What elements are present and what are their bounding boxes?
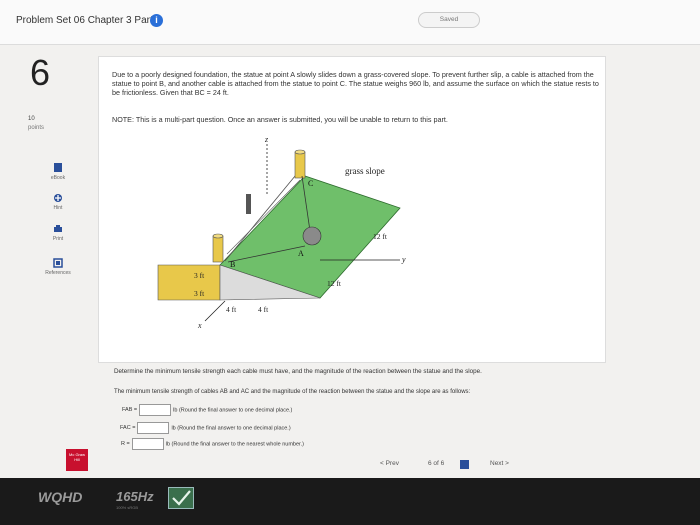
cable-ab bbox=[227, 245, 306, 263]
checkmark-icon bbox=[172, 490, 191, 506]
ebook-label: eBook bbox=[50, 175, 66, 181]
fence-rail-mid bbox=[226, 179, 301, 255]
point-a-label: A bbox=[298, 249, 304, 258]
fence-rail-top bbox=[224, 169, 301, 262]
monitor-brand: WQHD bbox=[38, 489, 83, 505]
post-b-top bbox=[212, 233, 224, 239]
top-bar: Problem Set 06 Chapter 3 Part 2 i Saved bbox=[0, 0, 700, 45]
mcgraw-hill-logo: Mc Graw Hill bbox=[66, 449, 88, 471]
fac-label: FAC = bbox=[120, 425, 136, 432]
screen: Problem Set 06 Chapter 3 Part 2 i Saved … bbox=[0, 0, 700, 478]
assignment-title: Problem Set 06 Chapter 3 Part 2 bbox=[16, 15, 162, 26]
point-c-label: C bbox=[308, 179, 313, 188]
r-input[interactable] bbox=[131, 438, 164, 450]
fab-label: FAB = bbox=[122, 407, 138, 414]
hint-label: Hint bbox=[53, 205, 63, 211]
z-axis-label: z bbox=[264, 136, 269, 144]
print-label: Print bbox=[52, 236, 64, 242]
monitor-refresh-rate: 165Hz bbox=[116, 489, 154, 504]
person bbox=[246, 194, 251, 214]
dim-4ft-a: 4 ft bbox=[226, 305, 237, 314]
ebook-button[interactable]: eBook bbox=[28, 162, 88, 181]
point-b-label: B bbox=[230, 260, 235, 269]
dim-12ft-right: 12 ft bbox=[373, 232, 388, 241]
saved-status-badge: Saved bbox=[418, 12, 480, 28]
prev-button[interactable]: < Prev bbox=[380, 460, 399, 467]
x-axis-label: x bbox=[197, 321, 202, 330]
fab-hint: lb (Round the final answer to one decima… bbox=[173, 407, 293, 414]
problem-statement: Due to a poorly designed foundation, the… bbox=[112, 70, 599, 98]
grid-icon[interactable] bbox=[460, 460, 469, 469]
statue bbox=[302, 226, 322, 246]
x-axis bbox=[204, 300, 226, 322]
monitor-badge-icon bbox=[168, 487, 194, 509]
monitor-subtitle: 100% sRGB bbox=[116, 505, 139, 510]
dim-4ft-b: 4 ft bbox=[258, 305, 269, 314]
hint-button[interactable]: Hint bbox=[28, 193, 88, 211]
book-icon bbox=[54, 163, 62, 172]
slope-side-face bbox=[219, 264, 321, 301]
answer-row-fab: FAB = lb (Round the final answer to one d… bbox=[122, 404, 292, 416]
hint-icon bbox=[54, 194, 62, 202]
points-value: 10 bbox=[28, 116, 35, 122]
page-indicator: 6 of 6 bbox=[428, 460, 445, 467]
info-icon[interactable]: i bbox=[150, 14, 163, 27]
yellow-wall bbox=[157, 264, 221, 301]
print-icon bbox=[54, 225, 62, 232]
points-label: points bbox=[28, 125, 45, 131]
fab-input[interactable] bbox=[139, 404, 172, 416]
post-c bbox=[294, 151, 306, 179]
fac-input[interactable] bbox=[137, 422, 170, 434]
references-label: References bbox=[45, 270, 71, 276]
references-button[interactable]: References bbox=[28, 258, 88, 276]
part-subprompt: The minimum tensile strength of cables A… bbox=[114, 389, 471, 395]
post-b bbox=[212, 235, 224, 263]
next-button[interactable]: Next > bbox=[490, 460, 509, 467]
post-c-top bbox=[294, 149, 306, 155]
dim-12ft-mid: 12 ft bbox=[327, 279, 342, 288]
question-number: 6 bbox=[30, 52, 51, 93]
answer-row-fac: FAC = lb (Round the final answer to one d… bbox=[120, 422, 291, 434]
grass-slope-label: grass slope bbox=[345, 166, 385, 176]
answer-row-r: R = lb (Round the final answer to the nea… bbox=[121, 438, 304, 450]
r-label: R = bbox=[121, 441, 130, 448]
note-text: NOTE: This is a multi-part question. Onc… bbox=[112, 115, 448, 124]
dim-3ft-bot: 3 ft bbox=[194, 289, 205, 298]
dim-3ft-top: 3 ft bbox=[194, 271, 205, 280]
fac-hint: lb (Round the final answer to one decima… bbox=[171, 425, 291, 432]
r-hint: lb (Round the final answer to the neares… bbox=[165, 441, 304, 448]
references-icon bbox=[53, 258, 63, 268]
cable-ac bbox=[301, 175, 311, 232]
y-axis-label: y bbox=[401, 255, 406, 264]
part-prompt: Determine the minimum tensile strength e… bbox=[114, 368, 482, 375]
statics-figure: z y x A B C grass slope 12 ft 12 ft 3 ft… bbox=[157, 136, 406, 330]
print-button[interactable]: Print bbox=[28, 224, 88, 242]
